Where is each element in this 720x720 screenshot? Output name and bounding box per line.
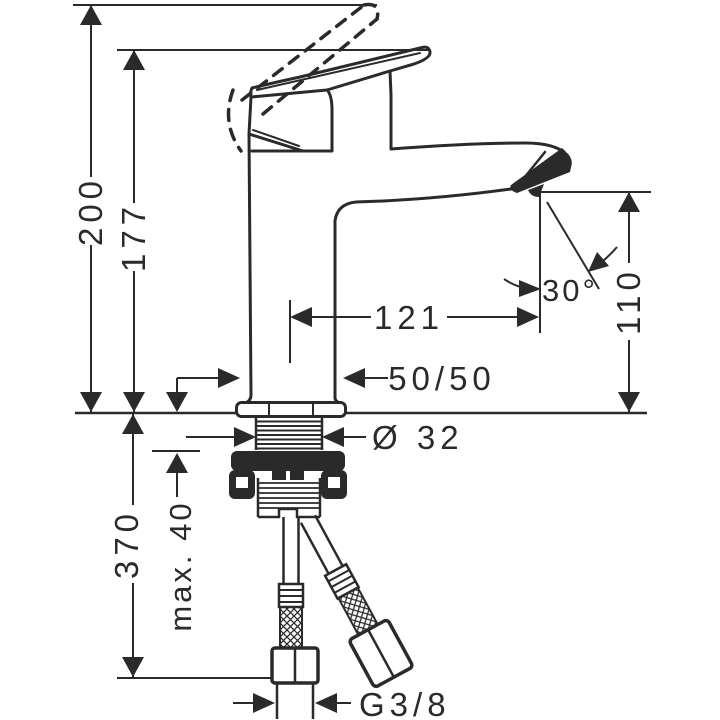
body-joint-line-inner (252, 129, 300, 147)
supply-hose-vertical (270, 517, 320, 719)
label-total-height: 200 (72, 176, 109, 246)
label-max-thickness: max. 40 (163, 500, 198, 631)
angle-arrowhead-right (588, 252, 609, 272)
faucet-body (242, 45, 572, 406)
supply-hose-angled (299, 514, 414, 689)
extension-lines (73, 4, 651, 679)
shank-thread-lower (256, 478, 322, 519)
body-left-edge (242, 95, 253, 406)
angle-arrowhead-left (519, 280, 541, 297)
spout-outlet-wedge (510, 148, 571, 193)
mounting-claw-left-window (236, 477, 248, 488)
aerator-outlet (528, 184, 544, 197)
spout-underside (333, 187, 513, 406)
mounting-nut (231, 451, 345, 471)
label-lever-height: 177 (115, 202, 152, 272)
dimension-lines (90, 6, 630, 704)
label-base-width: 50/50 (388, 360, 496, 397)
label-thread-size: G3/8 (359, 686, 451, 720)
label-hole-diameter: Ø 32 (372, 419, 464, 456)
lever-top-inner-line (256, 52, 421, 91)
lever-raised-dashed (226, 2, 380, 153)
shank-thread (254, 417, 324, 450)
mounting-claw-right-window (328, 477, 340, 488)
label-hose-length: 370 (108, 509, 145, 579)
angle-30-ray (546, 201, 600, 290)
body-joint-line (247, 132, 305, 153)
lever-neck-right (388, 69, 393, 150)
label-spray-angle: 30° (542, 273, 598, 308)
label-spout-reach: 121 (374, 299, 444, 336)
dimension-arrowheads (80, 5, 640, 713)
angle-arrow-tail-left (503, 278, 522, 288)
angle-arrow-tail-right (602, 246, 618, 262)
label-spout-height: 110 (610, 267, 647, 335)
mounting-tab-left (272, 471, 286, 480)
lever-neck-left (325, 88, 334, 152)
hose-braid (279, 606, 303, 649)
base-plate (235, 401, 347, 418)
mounting-tab-right (290, 471, 304, 480)
